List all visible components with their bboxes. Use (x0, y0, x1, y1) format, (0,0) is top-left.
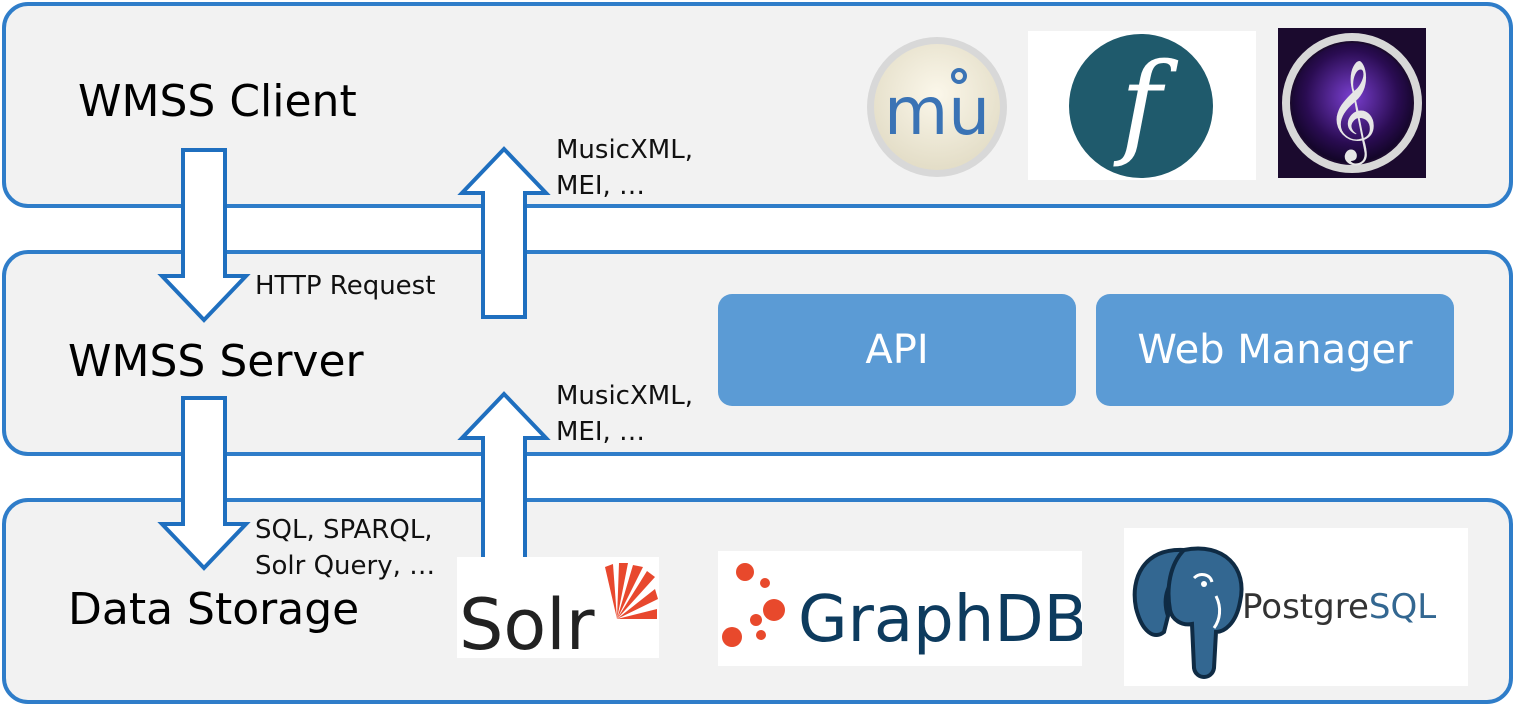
solr-logo: Solr (459, 563, 658, 658)
graphdb-logo: GraphDB (722, 563, 1082, 657)
postgresql-text: PostgreSQL (1242, 587, 1436, 627)
client-format-label: MusicXML, MEI, … (556, 135, 693, 201)
server-title: WMSS Server (68, 336, 364, 387)
up-arrow-storage-server (457, 391, 551, 564)
sibelius-icon: 𝄞 (1278, 28, 1426, 178)
up-arrow-server-client (457, 146, 551, 319)
graphdb-text: GraphDB (798, 583, 1082, 657)
postgresql-text-b: SQL (1369, 587, 1436, 627)
api-component: API (718, 294, 1076, 406)
musescore-glyph: mu (884, 73, 990, 150)
sibelius-glyph: 𝄞 (1326, 58, 1378, 166)
http-request-label: HTTP Request (255, 271, 436, 301)
client-layer (2, 2, 1513, 208)
down-arrow-server-storage (157, 396, 251, 571)
web-manager-component: Web Manager (1096, 294, 1454, 406)
storage-title: Data Storage (68, 584, 360, 635)
down-arrow-client-server (157, 148, 251, 323)
storage-format-label: MusicXML, MEI, … (556, 381, 693, 447)
client-title: WMSS Client (78, 76, 357, 127)
web-manager-label: Web Manager (1137, 327, 1413, 373)
query-label: SQL, SPARQL, Solr Query, … (255, 515, 436, 581)
postgresql-logo: PostgreSQL (1132, 546, 1436, 679)
solr-text: Solr (459, 584, 595, 658)
finale-icon: f (1069, 34, 1213, 178)
postgresql-text-a: Postgre (1242, 587, 1369, 627)
musescore-icon: mu (867, 37, 1007, 177)
api-label: API (865, 327, 929, 373)
